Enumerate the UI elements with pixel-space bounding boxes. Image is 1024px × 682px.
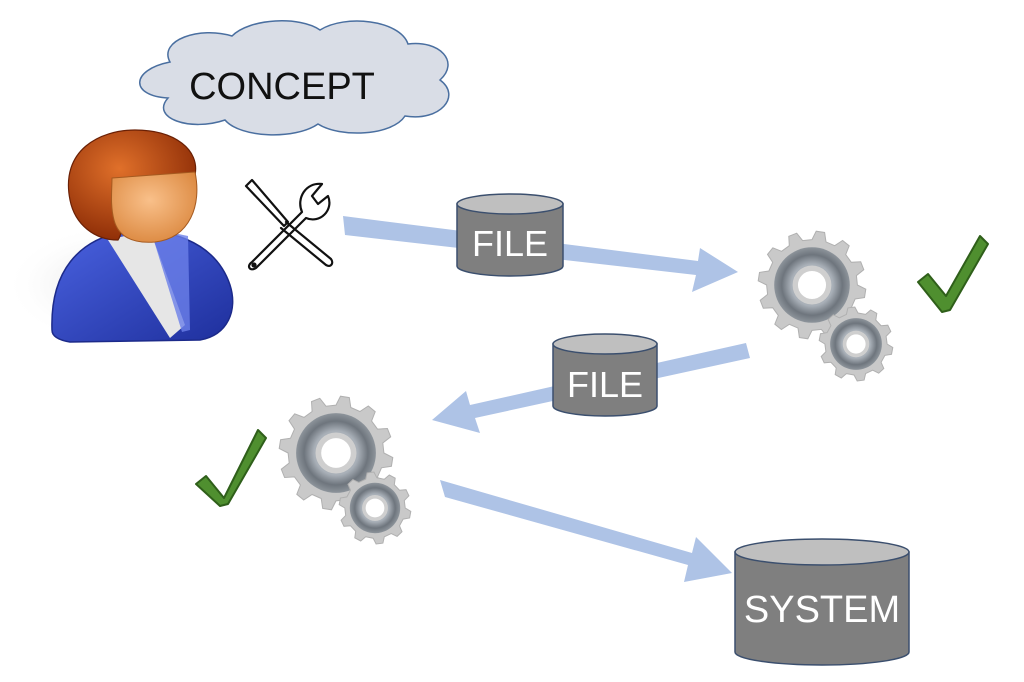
file-store-1: FILE [456, 193, 564, 277]
small-gear-hole [365, 498, 385, 518]
gears-icon [757, 230, 894, 382]
tools-icon [244, 178, 334, 271]
large-gear-hole [321, 438, 351, 468]
small-gear [818, 306, 894, 382]
system-store-label: SYSTEM [744, 589, 900, 631]
gears-icon [278, 395, 412, 545]
file-store-2-label: FILE [567, 364, 643, 405]
avatar-hair [67, 129, 197, 241]
file-store-2: FILE [552, 333, 658, 417]
user-icon [4, 129, 240, 347]
arrow-to-system [440, 480, 732, 582]
large-gear [757, 230, 867, 340]
system-store: SYSTEM [734, 538, 910, 666]
checkmark-icon [917, 235, 989, 313]
small-gear-hole [846, 334, 866, 354]
avatar-shirt [108, 230, 185, 338]
file-store-1-label: FILE [472, 223, 548, 264]
checkmark-icon [195, 429, 267, 507]
cloud-shape [139, 20, 450, 136]
large-gear-hole [797, 270, 827, 300]
concept-cloud: CONCEPT [139, 20, 450, 136]
avatar-face [111, 171, 198, 243]
small-gear [338, 471, 412, 545]
concept-label: CONCEPT [189, 66, 375, 108]
